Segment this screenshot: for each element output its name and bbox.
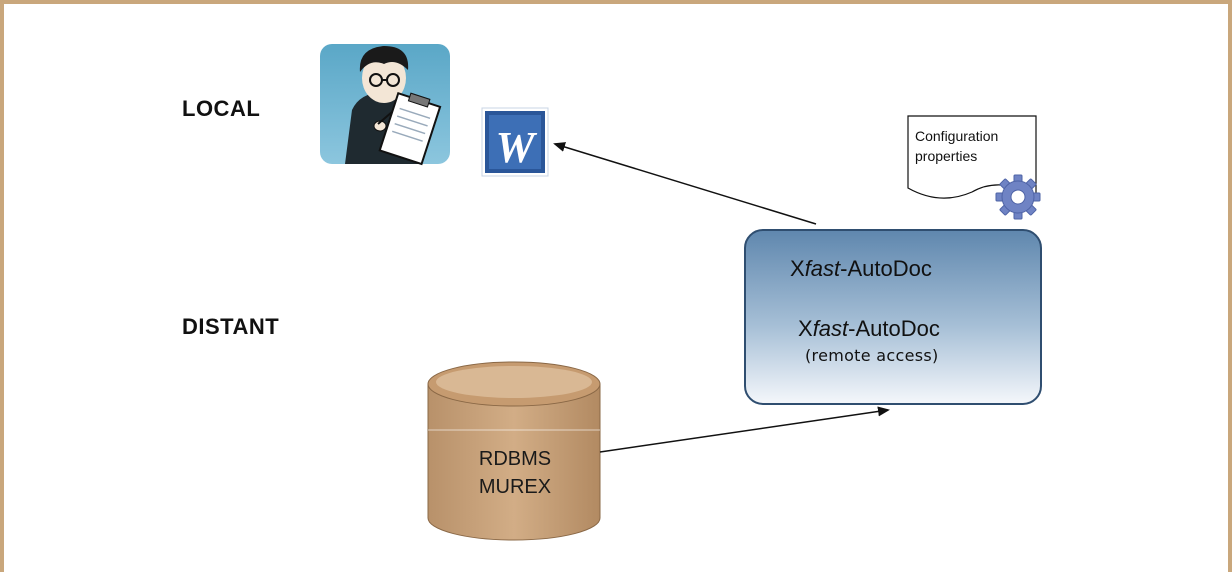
database-label-line2: MUREX <box>478 476 552 498</box>
user-with-clipboard-icon <box>320 44 450 166</box>
arrow-autodoc-to-word <box>553 142 817 225</box>
local-zone-label: LOCAL <box>182 96 261 121</box>
app-title: Xfast-AutoDoc <box>790 256 932 282</box>
app-remote-italic: fast <box>812 316 849 341</box>
xfast-autodoc-box <box>744 229 1042 405</box>
distant-zone-label: DISTANT <box>182 314 280 339</box>
config-label-line1: Configuration <box>915 128 999 144</box>
arrow-database-to-autodoc <box>599 406 890 453</box>
word-document-icon: W <box>481 107 549 177</box>
gear-icon <box>995 174 1041 220</box>
svg-text:W: W <box>495 123 537 172</box>
app-title-suffix: -AutoDoc <box>840 256 932 281</box>
config-label-line2: properties <box>915 148 978 164</box>
app-remote-subtitle: (remote access) <box>805 346 939 365</box>
database-label-line1: RDBMS <box>478 448 552 470</box>
app-remote-title: Xfast-AutoDoc <box>798 316 940 342</box>
database-cylinder-icon <box>427 361 601 541</box>
app-title-prefix: X <box>790 256 805 281</box>
app-remote-prefix: X <box>798 316 813 341</box>
app-title-italic: fast <box>804 256 841 281</box>
app-remote-suffix: -AutoDoc <box>848 316 940 341</box>
